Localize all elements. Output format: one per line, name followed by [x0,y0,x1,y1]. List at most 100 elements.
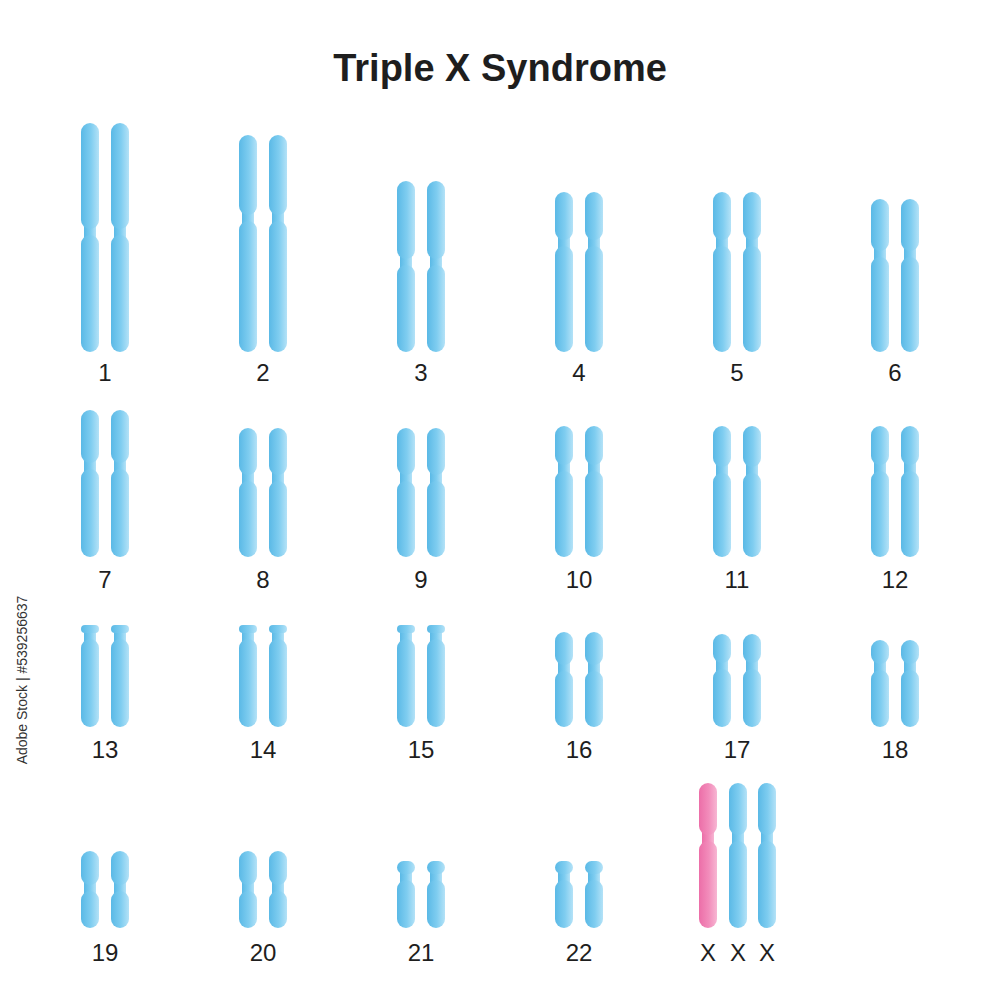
chromosome-number: 22 [566,941,593,965]
chromosome [269,428,287,557]
chromosome-upper-arm [239,428,257,475]
chromosome-upper-arm [699,783,717,835]
chromosome [555,426,573,557]
chromosome-upper-arm [585,632,603,665]
chromosome [239,625,257,727]
chromosome [397,181,415,352]
chromosome-upper-arm [397,428,415,475]
chromosome-upper-arm [239,135,257,215]
chromosome-number: 19 [92,941,119,965]
chromosome [269,851,287,928]
chromosome-upper-arm [239,851,257,885]
chromosome [713,426,731,557]
chromosome [758,783,776,928]
chromosome [871,640,889,727]
chromosome-upper-arm [585,426,603,465]
chromosome-number: 3 [414,361,427,385]
chromosome-number: 21 [408,941,435,965]
chromosome-upper-arm [397,625,415,633]
chromosome [585,192,603,352]
chromosome-lower-arm [713,473,731,557]
chromosome-upper-arm [427,428,445,475]
chromosome-lower-arm [269,891,287,928]
chromosome-upper-arm [111,851,129,885]
chromosome-lower-arm [743,669,761,727]
chromosome-number: X [759,941,775,965]
chromosome-lower-arm [699,841,717,928]
chromosome [239,135,257,352]
chromosome-upper-arm [729,783,747,835]
chromosome [427,625,445,727]
chromosome [111,123,129,352]
chromosome-lower-arm [239,639,257,727]
chromosome [555,861,573,928]
chromosome-upper-arm [81,851,99,885]
chromosome-lower-arm [427,880,445,928]
chromosome [871,426,889,557]
chromosome-upper-arm [555,861,573,874]
chromosome-lower-arm [81,891,99,928]
chromosome-lower-arm [111,235,129,352]
chromosome-lower-arm [427,639,445,727]
chromosome-upper-arm [901,640,919,664]
chromosome [585,861,603,928]
watermark: Adobe Stock | #539256637 [15,596,29,765]
chromosome [743,426,761,557]
chromosome-lower-arm [758,841,776,928]
chromosome [239,851,257,928]
chromosome [427,181,445,352]
chromosome-upper-arm [585,861,603,874]
chromosome-upper-arm [81,410,99,463]
chromosome-lower-arm [111,469,129,557]
chromosome-lower-arm [871,257,889,352]
chromosome-lower-arm [397,481,415,557]
chromosome-upper-arm [743,192,761,240]
chromosome-upper-arm [427,181,445,259]
chromosome-upper-arm [555,192,573,240]
diagram-title: Triple X Syndrome [333,49,667,87]
chromosome-upper-arm [111,123,129,229]
chromosome [397,861,415,928]
chromosome-upper-arm [555,426,573,465]
chromosome-lower-arm [239,221,257,352]
chromosome-number: 16 [566,738,593,762]
chromosome-lower-arm [713,246,731,352]
chromosome-lower-arm [871,471,889,557]
chromosome-upper-arm [585,192,603,240]
chromosome-number: 5 [730,361,743,385]
chromosome-upper-arm [743,634,761,663]
chromosome-number: 13 [92,738,119,762]
chromosome-upper-arm [901,426,919,465]
chromosome [585,426,603,557]
chromosome-lower-arm [743,473,761,557]
chromosome-number: 11 [725,568,750,592]
chromosome-number: 15 [408,738,435,762]
chromosome [111,410,129,557]
chromosome-lower-arm [397,880,415,928]
chromosome-lower-arm [427,481,445,557]
chromosome [729,783,747,928]
chromosome-lower-arm [111,891,129,928]
chromosome-upper-arm [269,851,287,885]
chromosome-lower-arm [555,471,573,557]
chromosome-lower-arm [269,481,287,557]
chromosome [111,851,129,928]
chromosome [81,410,99,557]
chromosome-lower-arm [743,246,761,352]
chromosome-lower-arm [901,670,919,727]
chromosome-lower-arm [269,221,287,352]
chromosome-lower-arm [729,841,747,928]
chromosome [239,428,257,557]
chromosome-lower-arm [585,246,603,352]
chromosome [743,192,761,352]
chromosome [111,625,129,727]
chromosome-number: 4 [572,361,585,385]
chromosome [397,428,415,557]
chromosome-upper-arm [871,199,889,251]
chromosome-upper-arm [758,783,776,835]
chromosome-lower-arm [427,265,445,352]
chromosome-number: 6 [888,361,901,385]
chromosome [555,632,573,727]
chromosome-upper-arm [871,426,889,465]
chromosome-upper-arm [555,632,573,665]
